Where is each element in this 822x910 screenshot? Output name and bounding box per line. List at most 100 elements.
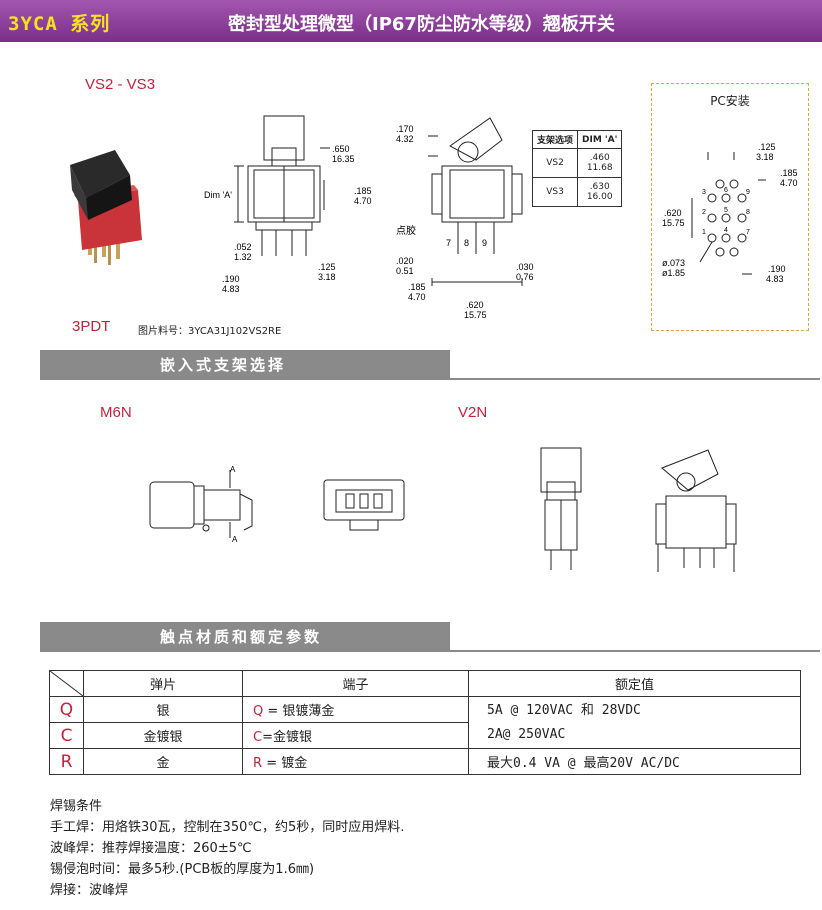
contact-spec-table: 弹片 端子 额定值 Q 银 Q = 银镀薄金 5A @ 120VAC 和 28V… (49, 670, 801, 775)
pc-pin-7: 7 (746, 229, 750, 236)
pc-pin-8: 8 (746, 209, 750, 216)
pc-pin-3: 3 (702, 189, 706, 196)
pc-pin-5: 5 (724, 207, 728, 214)
pc-d073: ø.073 (662, 258, 685, 268)
rating-line-1: 5A @ 120VAC 和 28VDC (487, 702, 641, 718)
rating-cell: 5A @ 120VAC 和 28VDC 2A@ 250VAC (468, 696, 801, 749)
solder-line: 波峰焊：推荐焊接温度：260±5℃ (50, 841, 252, 856)
m6n-label: M6N (100, 404, 132, 421)
row-contact: 金镀银 (83, 722, 243, 749)
dim-table-header-option: 支架选项 (531, 130, 579, 149)
solder-conditions: 焊锡条件 手工焊：用烙铁30瓦，控制在350℃，约5秒，同时应用焊料. 波峰焊：… (50, 796, 404, 901)
side-d170: .170 (396, 124, 414, 134)
model-range-label: VS2 - VS3 (85, 76, 156, 93)
front-d052: .052 (234, 242, 252, 252)
pc-d185mm: ø1.85 (662, 268, 685, 278)
pc-pin-2: 2 (702, 209, 706, 216)
pc-hole-pattern: .125 3.18 .185 4.70 .620 15.75 ø.073 ø1.… (662, 142, 798, 284)
m6n-a-bottom: A (232, 535, 238, 544)
side-d030: .030 (516, 262, 534, 272)
front-d318: 3.18 (318, 272, 336, 282)
dim-table-option: VS3 (531, 177, 579, 207)
v2n-side-drawing (655, 449, 737, 572)
pc-pin-9: 9 (746, 189, 750, 196)
side-d185: .185 (408, 282, 426, 292)
side-d1575: 15.75 (464, 310, 487, 320)
section-bracket-title: 嵌入式支架选择 (40, 350, 450, 380)
pc-pin-1: 1 (702, 229, 706, 236)
side-d051: 0.51 (396, 266, 414, 276)
pc-d318: 3.18 (756, 152, 774, 162)
header-rating: 额定值 (468, 670, 801, 697)
side-d432: 4.32 (396, 134, 414, 144)
solder-line: 手工焊：用烙铁30瓦，控制在350℃，约5秒，同时应用焊料. (50, 820, 405, 835)
side-pin-7: 7 (446, 238, 451, 248)
pc-d125: .125 (758, 142, 776, 152)
side-view-drawing: .170 4.32 点胶 7 8 9 .020 0.51 .030 0.76 .… (396, 117, 534, 320)
pc-pin-6: 6 (724, 187, 728, 194)
front-d185: .185 (354, 186, 372, 196)
front-d1635: 16.35 (332, 154, 355, 164)
row-contact: 金 (83, 748, 243, 775)
part-number-label: 图片料号：3YCA31J102VS2RE (138, 326, 282, 337)
rating-line-2: 2A@ 250VAC (487, 726, 566, 742)
pc-d470: 4.70 (780, 178, 798, 188)
pc-d185: .185 (780, 168, 798, 178)
front-dim-a: Dim 'A' (204, 190, 232, 200)
table-corner-cell (49, 670, 84, 697)
front-d483: 4.83 (222, 284, 240, 294)
pc-d483: 4.83 (766, 274, 784, 284)
header-bar (0, 0, 822, 42)
side-pin-8: 8 (464, 238, 469, 248)
v2n-label: V2N (458, 404, 488, 421)
dim-table-header-dim: DIM 'A' (577, 130, 623, 149)
product-photo (70, 150, 142, 265)
row-code: C (49, 722, 84, 749)
pc-d1575: 15.75 (662, 218, 685, 228)
front-d470: 4.70 (354, 196, 372, 206)
header-terminal: 端子 (242, 670, 469, 697)
pc-mount-box: PC安装 .125 3.18 .185 4.70 .620 15.75 ø.07… (651, 83, 809, 331)
page-title: 密封型处理微型（IP67防尘防水等级）翘板开关 (228, 14, 615, 35)
pc-pin-4: 4 (724, 227, 728, 234)
front-d650: .650 (332, 144, 350, 154)
solder-line: 焊接：波峰焊 (50, 883, 129, 898)
pc-d620: .620 (664, 208, 682, 218)
dim-table-option: VS2 (531, 148, 579, 178)
front-d132: 1.32 (234, 252, 252, 262)
solder-title: 焊锡条件 (50, 799, 103, 814)
section-divider (40, 378, 820, 380)
section-contact-title: 触点材质和额定参数 (40, 622, 450, 652)
section-divider (40, 650, 820, 652)
series-title: 3YCA 系列 (8, 13, 111, 35)
row-terminal: Q = 银镀薄金 (242, 696, 469, 723)
model-type-label: 3PDT (72, 318, 111, 335)
front-d125: .125 (318, 262, 336, 272)
side-glue-label: 点胶 (396, 224, 416, 237)
diagonal-line (50, 671, 83, 696)
m6n-front-drawing (323, 479, 405, 531)
pc-mount-title: PC安装 (710, 94, 750, 108)
m6n-a-top: A (230, 465, 236, 474)
front-view-drawing: .650 16.35 Dim 'A' .185 4.70 .052 1.32 .… (204, 115, 372, 294)
solder-line: 锡侵泡时间：最多5秒.(PCB板的厚度为1.6㎜) (50, 862, 315, 877)
v2n-front-drawing (540, 447, 582, 570)
row-code: R (49, 748, 84, 775)
front-d190: .190 (222, 274, 240, 284)
row-terminal: R = 镀金 (242, 748, 469, 775)
row-code: Q (49, 696, 84, 723)
side-d470: 4.70 (408, 292, 426, 302)
side-d620: .620 (466, 300, 484, 310)
row-contact: 银 (83, 696, 243, 723)
m6n-side-drawing: A A (149, 465, 253, 544)
row-terminal: C=金镀银 (242, 722, 469, 749)
pc-d190: .190 (768, 264, 786, 274)
side-d076: 0.76 (516, 272, 534, 282)
side-d020: .020 (396, 256, 414, 266)
side-pin-9: 9 (482, 238, 487, 248)
rating-line-3: 最大0.4 VA @ 最高20V AC/DC (468, 748, 801, 775)
header-contact: 弹片 (83, 670, 243, 697)
